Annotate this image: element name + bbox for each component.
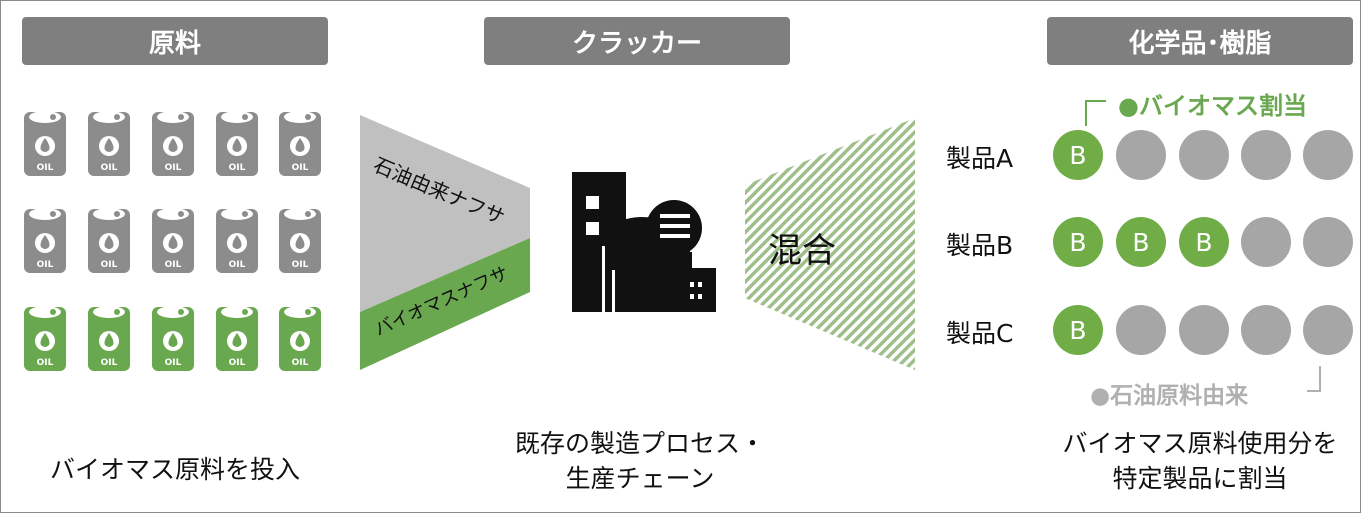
petroleum-circle	[1116, 130, 1166, 180]
factory-icon	[572, 172, 716, 312]
svg-text:OIL: OIL	[229, 260, 246, 270]
oil-barrel-icon: OIL	[216, 208, 258, 273]
oil-barrel-icon: OIL	[279, 208, 321, 273]
header-raw-materials: 原料	[22, 17, 328, 65]
svg-text:OIL: OIL	[292, 260, 309, 270]
svg-text:OIL: OIL	[229, 358, 246, 368]
oil-barrel-icon: OIL	[152, 111, 194, 176]
mixed-output	[745, 118, 915, 370]
svg-text:OIL: OIL	[37, 260, 54, 270]
petroleum-circle	[1116, 305, 1166, 355]
svg-text:OIL: OIL	[101, 358, 118, 368]
biomass-oil-barrel-icon: OIL	[152, 306, 194, 371]
petroleum-circle	[1241, 305, 1291, 355]
svg-text:OIL: OIL	[229, 163, 246, 173]
svg-text:OIL: OIL	[165, 358, 182, 368]
oil-barrel-icon: OIL	[24, 208, 66, 273]
product-label: 製品C	[946, 319, 1014, 348]
svg-text:OIL: OIL	[292, 358, 309, 368]
oil-barrel-icon: OIL	[88, 111, 130, 176]
oil-barrel-icon: OIL	[152, 208, 194, 273]
biomass-oil-barrel-icon: OIL	[279, 306, 321, 371]
oil-barrel-icon: OIL	[24, 111, 66, 176]
biomass-allocated-circle: B	[1053, 305, 1103, 355]
biomass-allocated-circle: B	[1179, 217, 1229, 267]
svg-text:OIL: OIL	[101, 260, 118, 270]
mix-label: 混合	[768, 231, 836, 271]
petroleum-circle	[1303, 217, 1353, 267]
caption-allocation-line1: バイオマス原料使用分を	[1062, 429, 1338, 458]
caption-allocation-line2: 特定製品に割当	[1112, 464, 1288, 493]
oil-barrel-icon: OIL	[216, 111, 258, 176]
biomass-oil-barrel-icon: OIL	[216, 306, 258, 371]
oil-barrel-icon: OIL	[279, 111, 321, 176]
bio-legend-bracket	[1085, 100, 1106, 126]
svg-text:OIL: OIL	[165, 163, 182, 173]
biomass-allocated-circle: B	[1053, 217, 1103, 267]
biomass-oil-barrel-icon: OIL	[88, 306, 130, 371]
svg-text:OIL: OIL	[165, 260, 182, 270]
biomass-naphtha-section	[360, 238, 530, 370]
petroleum-circle	[1241, 130, 1291, 180]
petroleum-circle	[1179, 305, 1229, 355]
caption-process-line1: 既存の製造プロセス・	[514, 429, 765, 458]
caption-process-line2: 生産チェーン	[565, 464, 715, 493]
header-chemicals-resins: 化学品･樹脂	[1047, 17, 1353, 65]
product-label: 製品B	[946, 231, 1014, 260]
petroleum-circle	[1179, 130, 1229, 180]
petroleum-circle	[1303, 305, 1353, 355]
header-cracker: クラッカー	[484, 17, 790, 65]
biomass-allocated-circle: B	[1053, 130, 1103, 180]
svg-text:OIL: OIL	[101, 163, 118, 173]
biomass-allocated-circle: B	[1116, 217, 1166, 267]
svg-text:OIL: OIL	[37, 358, 54, 368]
caption-biomass-input: バイオマス原料を投入	[49, 455, 300, 484]
petroleum-circle	[1241, 217, 1291, 267]
svg-text:OIL: OIL	[292, 163, 309, 173]
oil-barrel-icon: OIL	[88, 208, 130, 273]
petroleum-circle	[1303, 130, 1353, 180]
product-label: 製品A	[946, 144, 1014, 173]
legend-petroleum-derived: ●石油原料由来	[1090, 383, 1249, 409]
svg-text:OIL: OIL	[37, 163, 54, 173]
petro-naphtha-section	[360, 115, 530, 312]
legend-biomass-allocation: ●バイオマス割当	[1118, 92, 1307, 120]
biomass-oil-barrel-icon: OIL	[24, 306, 66, 371]
oil-legend-bracket	[1307, 366, 1321, 392]
